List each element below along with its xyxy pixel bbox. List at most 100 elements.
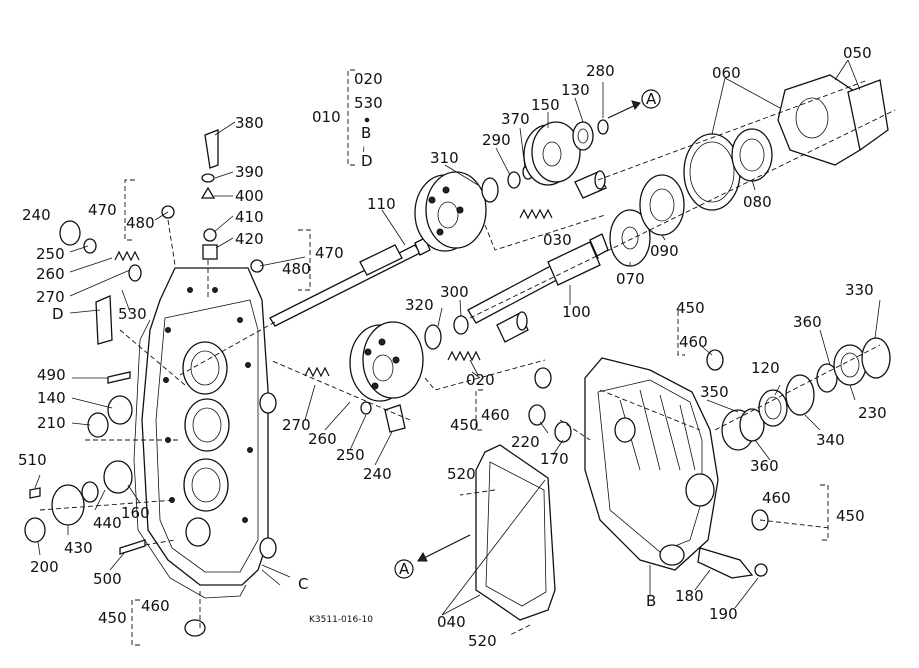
part-label-440: 440 [93,514,122,532]
part-label-020: 020 [466,371,495,389]
part-label-480-left: 480 [126,214,155,232]
part-label-520-top: 520 [447,465,476,483]
part-label-450-right: 450 [836,507,865,525]
part-label-370: 370 [501,110,530,128]
part-label-280: 280 [586,62,615,80]
part-label-230: 230 [858,404,887,422]
bearing-stack-drawing [609,74,889,267]
part-label-090: 090 [650,242,679,260]
ref-a-label-top: A [646,90,657,108]
brackets [124,69,829,646]
part-label-480-right: 480 [282,260,311,278]
part-label-080: 080 [743,193,772,211]
kit-item-b: B [361,124,371,142]
part-label-390: 390 [235,163,264,181]
part-label-470-left: 470 [88,201,117,219]
rear-housing-drawing [584,357,719,571]
part-label-290: 290 [482,131,511,149]
part-label-210: 210 [37,414,66,432]
part-label-270-mid: 270 [282,416,311,434]
part-label-110: 110 [367,195,396,213]
part-label-450-left: 450 [98,609,127,627]
kit-item-530: 530 [354,94,383,112]
drawing-code: K3511-016-10 [309,615,373,625]
part-label-360-bottom: 360 [750,457,779,475]
part-label-430: 430 [64,539,93,557]
part-label-260-mid: 260 [308,430,337,448]
part-label-250-mid: 250 [336,446,365,464]
part-label-160: 160 [121,504,150,522]
spring-030-drawing [519,208,553,220]
part-label-240-left: 240 [22,206,51,224]
guide-lines [39,79,896,636]
gear-310-drawing [414,171,487,252]
part-label-040: 040 [437,613,466,631]
part-label-d: D [52,305,64,323]
part-label-460-mid: 460 [481,406,510,424]
part-label-450-mid: 450 [450,416,479,434]
ref-a-label-bottom: A [399,560,410,578]
part-label-260-left: 260 [36,265,65,283]
leader-lines [34,59,881,616]
part-label-200: 200 [30,558,59,576]
arrows [417,100,641,562]
part-label-410: 410 [235,208,264,226]
part-label-190: 190 [709,605,738,623]
part-label-450-top: 450 [676,299,705,317]
part-label-170: 170 [540,450,569,468]
part-label-340: 340 [816,431,845,449]
part-label-460-left: 460 [141,597,170,615]
part-label-530: 530 [118,305,147,323]
front-gasket-drawing [133,319,247,599]
part-label-350: 350 [700,383,729,401]
part-label-250-left: 250 [36,245,65,263]
spring-270b-drawing [114,250,140,262]
part-label-070: 070 [616,270,645,288]
part-label-030: 030 [543,231,572,249]
right-bearings-drawing [721,337,891,451]
part-label-130: 130 [561,81,590,99]
part-label-330: 330 [845,281,874,299]
part-label-380: 380 [235,114,264,132]
part-label-050: 050 [843,44,872,62]
part-label-460-top: 460 [679,333,708,351]
part-label-270-left: 270 [36,288,65,306]
part-labels: 380 390 400 410 420 470 480 470 480 240 … [18,44,887,650]
gear-150-drawing [523,119,609,186]
part-label-520-bottom: 520 [468,632,497,650]
part-label-490: 490 [37,366,66,384]
left-small-parts-drawing [24,129,769,637]
svg-text:≀: ≀ [362,145,365,155]
spring-270-drawing [304,366,330,378]
part-label-180: 180 [675,587,704,605]
ref-a-circle-bottom [394,559,414,579]
part-label-120: 120 [751,359,780,377]
part-label-360-top: 360 [793,313,822,331]
ref-a-circle-top [641,89,661,109]
part-label-c: C [298,575,308,593]
kit-item-020: 020 [354,70,383,88]
part-label-510: 510 [18,451,47,469]
part-label-470-right: 470 [315,244,344,262]
part-label-220: 220 [511,433,540,451]
part-label-420: 420 [235,230,264,248]
part-label-400: 400 [235,187,264,205]
part-label-300: 300 [440,283,469,301]
kit-item-d: D [361,152,373,170]
spring-020-drawing [447,350,481,362]
part-label-150: 150 [531,96,560,114]
part-label-100: 100 [562,303,591,321]
part-label-500: 500 [93,570,122,588]
part-label-310: 310 [430,149,459,167]
rear-gasket-drawing [475,444,556,621]
part-label-060: 060 [712,64,741,82]
gear-320-drawing [349,321,424,402]
shaft-110-drawing [269,237,431,327]
part-label-240-mid: 240 [363,465,392,483]
part-label-b: B [646,592,656,610]
part-label-460-right: 460 [762,489,791,507]
part-label-140: 140 [37,389,66,407]
front-housing-drawing [141,267,277,586]
part-label-320: 320 [405,296,434,314]
